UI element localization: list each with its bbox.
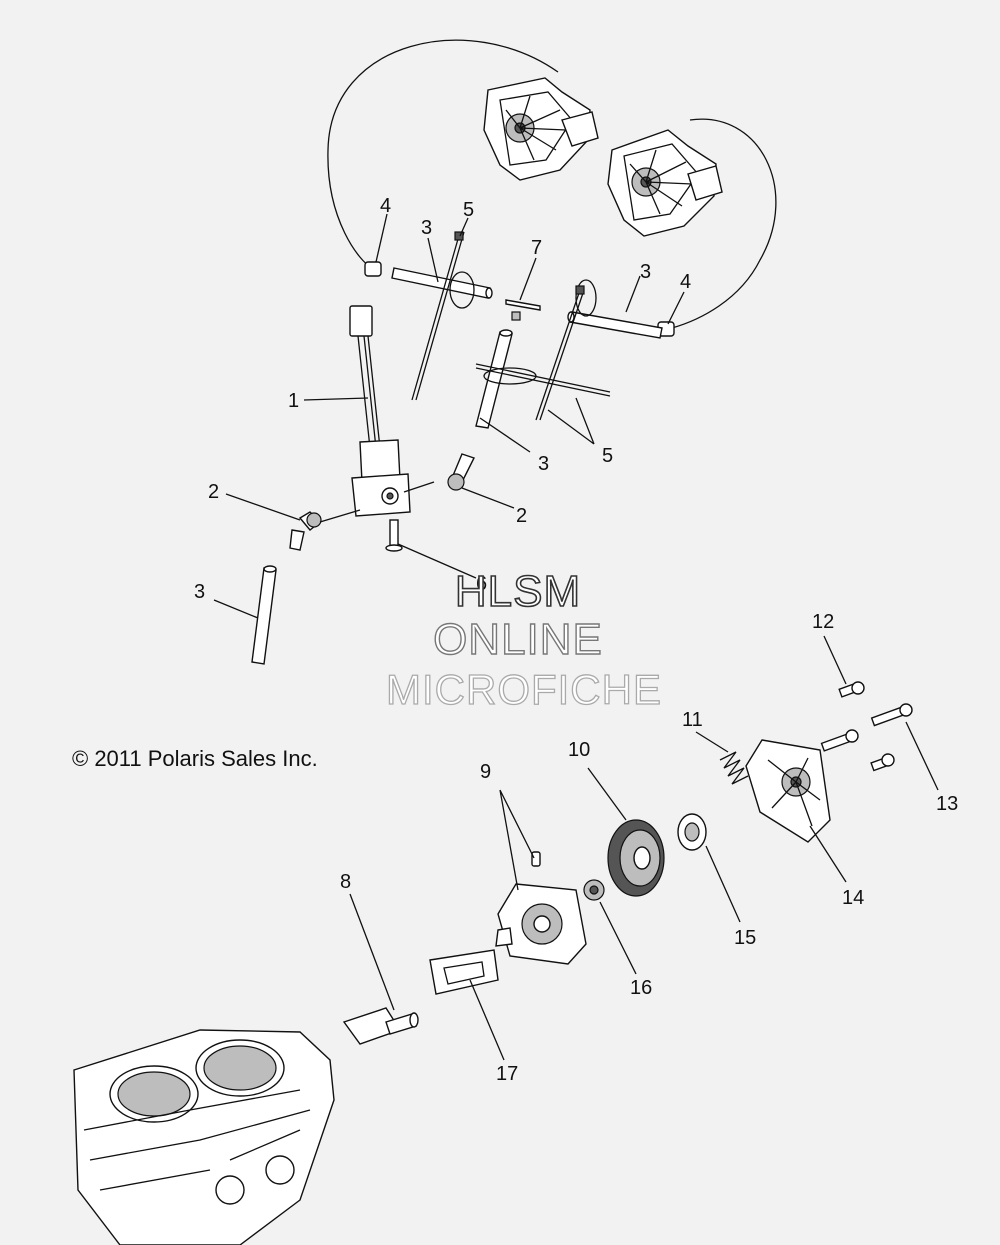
callout-17: 17 — [496, 1063, 518, 1085]
callout-7: 7 — [531, 237, 542, 259]
callout-14: 14 — [842, 887, 864, 909]
hose-3-middle — [475, 329, 513, 429]
callout-4-left: 4 — [380, 195, 391, 217]
pump-body — [495, 883, 587, 965]
spring-11 — [719, 751, 749, 785]
vent-line-right — [671, 118, 777, 329]
callout-13: 13 — [936, 793, 958, 815]
cap-4-left — [364, 261, 382, 277]
fitting-7 — [505, 299, 541, 321]
throttle-body-right — [607, 129, 723, 237]
watermark: HLSM ONLINE MICROFICHE — [385, 566, 662, 713]
watermark-line-1: HLSM — [455, 567, 581, 616]
leader-lines — [213, 213, 939, 1061]
callout-10: 10 — [568, 739, 590, 761]
elbow-2-right — [447, 453, 475, 491]
vent-line-left — [327, 39, 559, 269]
diaphragm-10 — [607, 819, 665, 897]
sensor-1 — [349, 305, 411, 517]
bolt-6 — [385, 519, 403, 552]
cylinder-block — [73, 1029, 335, 1245]
callout-1: 1 — [288, 390, 299, 412]
callout-16: 16 — [630, 977, 652, 999]
watermark-line-3: MICROFICHE — [386, 666, 662, 713]
callout-5-right: 5 — [602, 445, 613, 467]
callout-6: 6 — [476, 573, 487, 595]
callout-3-lower: 3 — [194, 581, 205, 603]
fitting-8 — [342, 1007, 419, 1045]
callout-3-middle: 3 — [538, 453, 549, 475]
strap-5-right — [535, 279, 597, 421]
elbow-2-left — [289, 511, 322, 551]
callout-3-upper-left: 3 — [421, 217, 432, 239]
callout-2-right: 2 — [516, 505, 527, 527]
callout-3-upper-right: 3 — [640, 261, 651, 283]
callout-11: 11 — [682, 709, 703, 731]
cover-14 — [745, 739, 831, 843]
hose-3-upper-left — [391, 267, 493, 299]
callout-8: 8 — [340, 871, 351, 893]
callout-12: 12 — [812, 611, 834, 633]
watermark-line-2: ONLINE — [433, 615, 603, 664]
plate-15 — [677, 813, 707, 851]
bolt-13 — [820, 703, 913, 772]
callout-5-left: 5 — [463, 199, 474, 221]
strap-5-left — [411, 231, 475, 401]
callout-2-left: 2 — [208, 481, 219, 503]
copyright-notice: © 2011 Polaris Sales Inc. — [72, 746, 318, 771]
bolt-12 — [838, 681, 865, 698]
throttle-body-left — [483, 77, 599, 181]
strap-5-horizontal — [475, 363, 611, 397]
hose-3-upper-right — [567, 311, 663, 339]
callout-4-right: 4 — [680, 271, 691, 293]
gasket-17 — [429, 949, 499, 995]
callout-9: 9 — [480, 761, 491, 783]
hose-3-lower — [251, 565, 277, 665]
nut-16 — [583, 879, 605, 901]
callout-15: 15 — [734, 927, 756, 949]
pins-9 — [531, 851, 541, 867]
